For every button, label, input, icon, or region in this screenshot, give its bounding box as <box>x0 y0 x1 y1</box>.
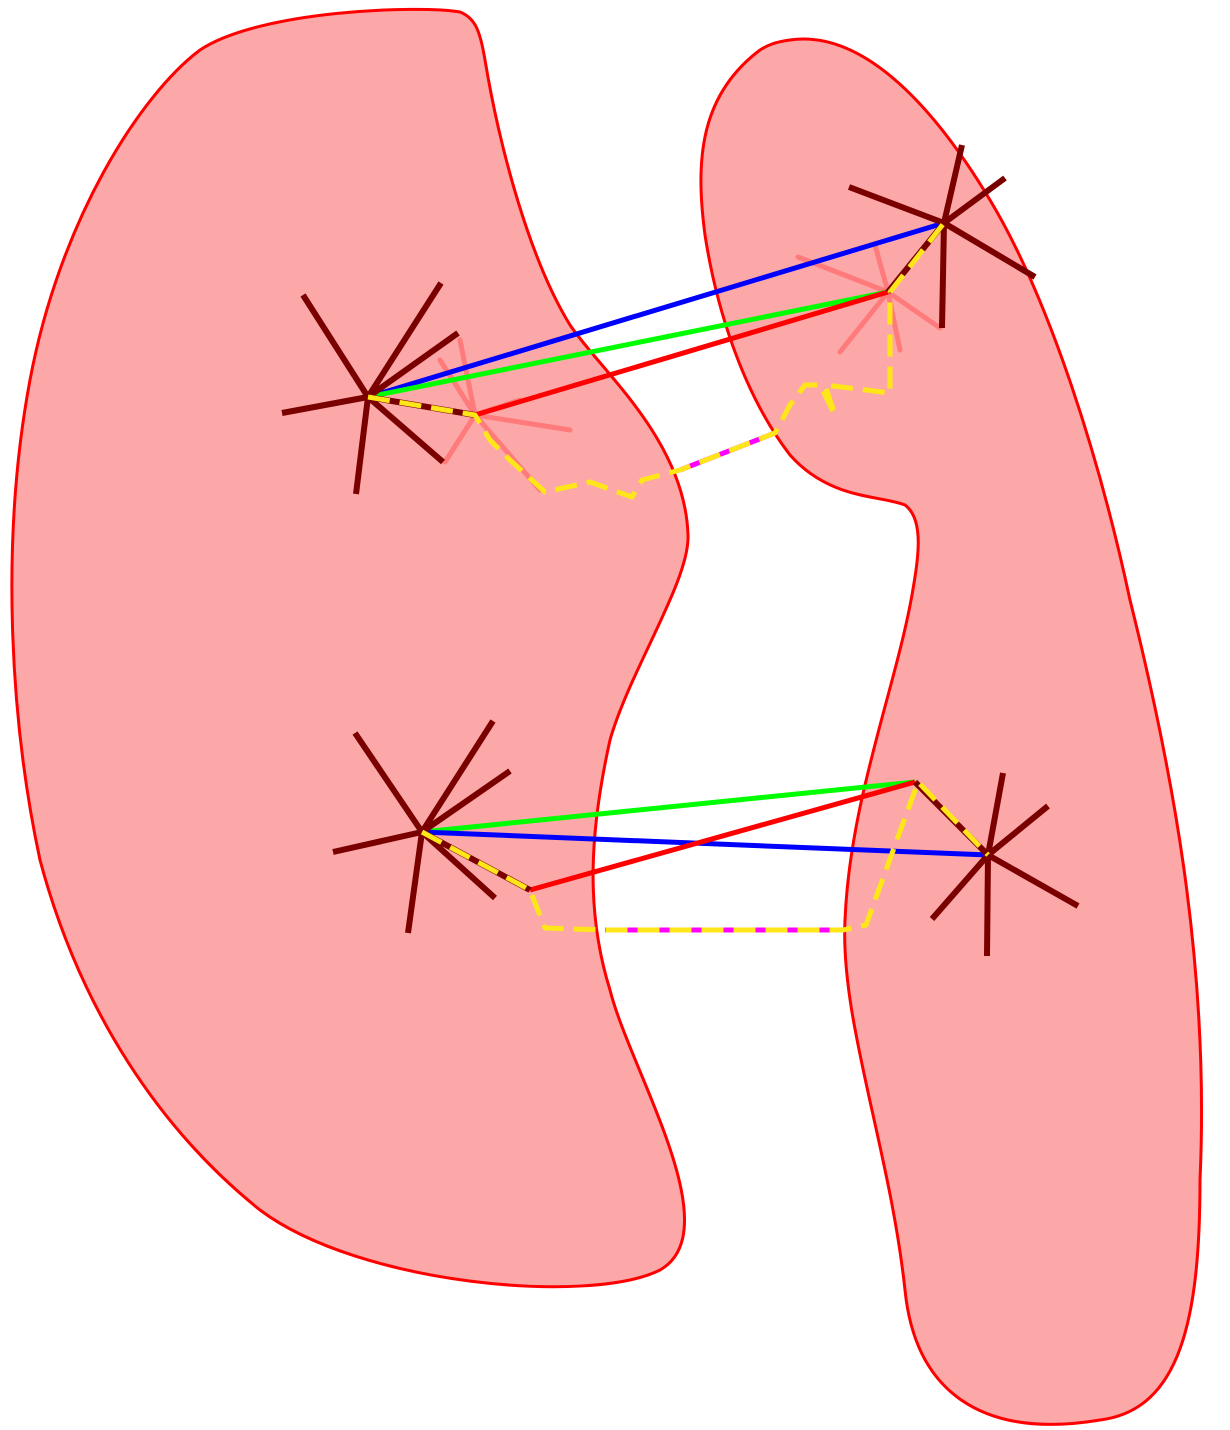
right-region <box>701 39 1202 1424</box>
left-region <box>12 9 688 1286</box>
regions <box>12 9 1202 1424</box>
